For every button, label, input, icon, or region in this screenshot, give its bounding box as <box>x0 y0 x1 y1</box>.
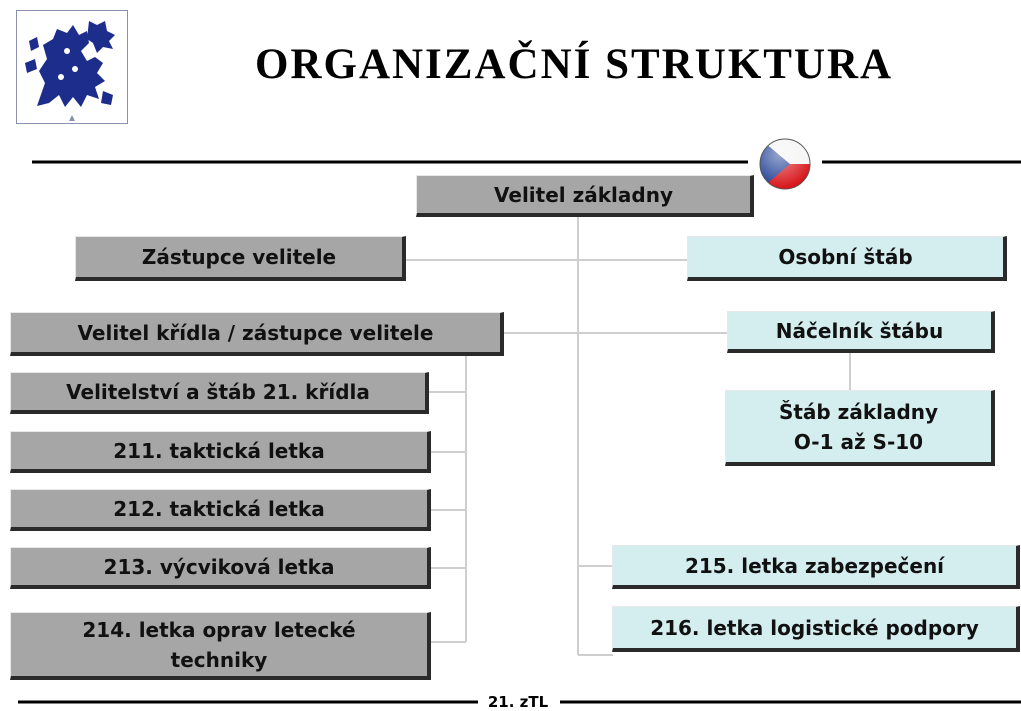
wing-unit-box: 213. výcviková letka <box>10 547 431 589</box>
base-staff-title: Štáb základny <box>778 399 939 424</box>
personal-staff-box: Osobní štáb <box>687 236 1007 281</box>
wing-unit-box: 214. letka oprav letecké techniky <box>10 612 431 680</box>
base-staff-box: Štáb základny O-1 až S-10 <box>725 390 995 466</box>
logo-frame <box>16 10 128 124</box>
wing-unit-box: 211. taktická letka <box>10 431 431 473</box>
support-unit-box: 216. letka logistické podpory <box>612 606 1020 652</box>
connector-lines <box>405 215 851 656</box>
czech-flag-sphere-icon <box>759 138 811 190</box>
commander-box: Velitel základny <box>416 175 754 217</box>
wing-unit-box: 212. taktická letka <box>10 489 431 531</box>
page-title: ORGANIZAČNÍ STRUKTURA <box>255 41 894 88</box>
wing-unit-box: Velitelství a štáb 21. křídla <box>10 372 429 414</box>
heraldic-lion-emblem-icon <box>25 21 115 121</box>
support-unit-box: 215. letka zabezpečení <box>612 545 1020 589</box>
base-staff-range: O-1 až S-10 <box>793 429 924 454</box>
footer-label: 21. zTL <box>487 693 549 711</box>
chief-of-staff-box: Náčelník štábu <box>727 311 995 353</box>
wing-commander-box: Velitel křídla / zástupce velitele <box>10 312 504 356</box>
deputy-commander-box: Zástupce velitele <box>75 236 406 281</box>
